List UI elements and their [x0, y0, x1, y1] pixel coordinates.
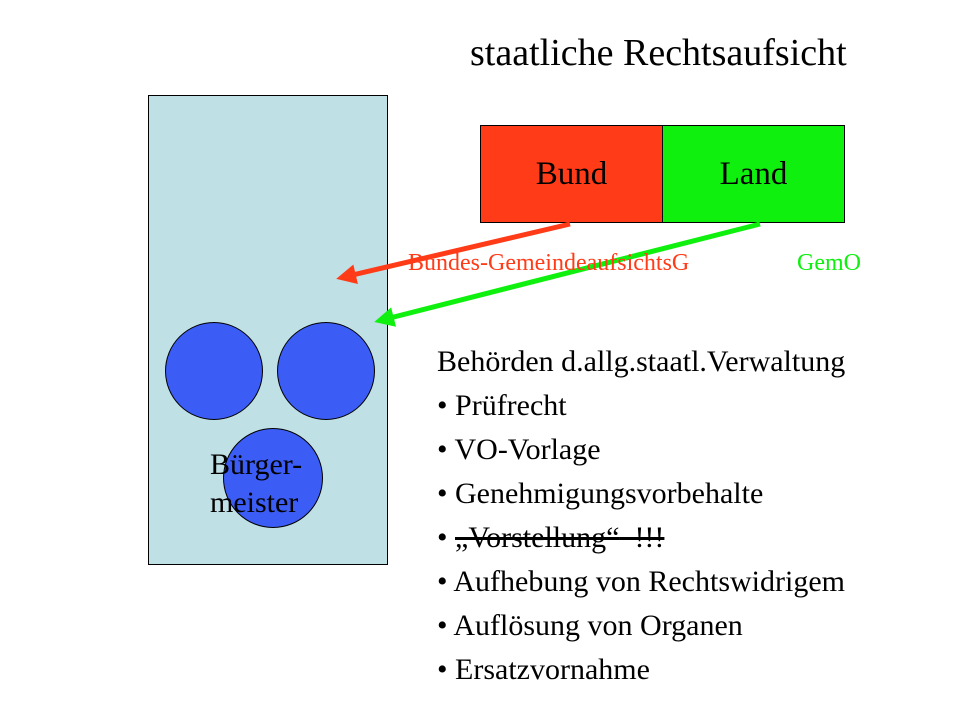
bund-label: Bund — [535, 155, 608, 192]
bund-supervision-arrow — [336, 221, 571, 284]
authority-heading: Behörden d.allg.staatl.Verwaltung — [437, 345, 846, 378]
authority-list-item: • Genehmigungsvorbehalte — [437, 472, 845, 516]
authority-item-text: „Vorstellung“ — [455, 521, 620, 554]
bullet-icon: • — [437, 565, 448, 598]
land-law-label: GemO — [797, 250, 861, 276]
authority-item-text: Aufhebung von Rechtswidrigem — [453, 565, 845, 598]
land-box: Land — [662, 125, 845, 223]
authority-list-item: • Aufhebung von Rechtswidrigem — [437, 560, 845, 604]
page-title: staatliche Rechtsaufsicht — [470, 32, 847, 74]
authority-item-suffix: !!! — [619, 521, 665, 554]
authority-block: Behörden d.allg.staatl.Verwaltung • Prüf… — [437, 340, 845, 692]
bullet-icon: • — [437, 609, 448, 642]
mayor-circle — [223, 428, 323, 528]
authority-list: • Prüfrecht• VO-Vorlage• Genehmigungsvor… — [437, 384, 845, 692]
council-circle-left — [165, 322, 263, 420]
bund-law-label: Bundes-GemeindeaufsichtsG — [408, 250, 690, 276]
authority-list-item: • Ersatzvornahme — [437, 648, 845, 692]
bullet-icon: • — [437, 389, 448, 422]
land-supervision-arrow — [374, 221, 761, 327]
authority-list-item: • Auflösung von Organen — [437, 604, 845, 648]
land-label: Land — [719, 155, 788, 192]
authority-list-item: • Prüfrecht — [437, 384, 845, 428]
authority-item-text: Genehmigungsvorbehalte — [455, 477, 764, 510]
authority-list-item: • VO-Vorlage — [437, 428, 845, 472]
council-circle-right — [277, 322, 375, 420]
mayor-label: Bürger- meister — [210, 448, 303, 519]
bullet-icon: • — [437, 653, 448, 686]
bullet-icon: • — [437, 477, 448, 510]
bund-box: Bund — [480, 125, 663, 223]
authority-item-text: Prüfrecht — [455, 389, 567, 422]
bullet-icon: • — [437, 433, 448, 466]
bullet-icon: • — [437, 521, 448, 554]
authority-item-text: VO-Vorlage — [454, 433, 601, 466]
authority-item-text: Auflösung von Organen — [453, 609, 743, 642]
authority-item-text: Ersatzvornahme — [455, 653, 650, 686]
authority-list-item: • „Vorstellung“ !!! — [437, 516, 845, 560]
